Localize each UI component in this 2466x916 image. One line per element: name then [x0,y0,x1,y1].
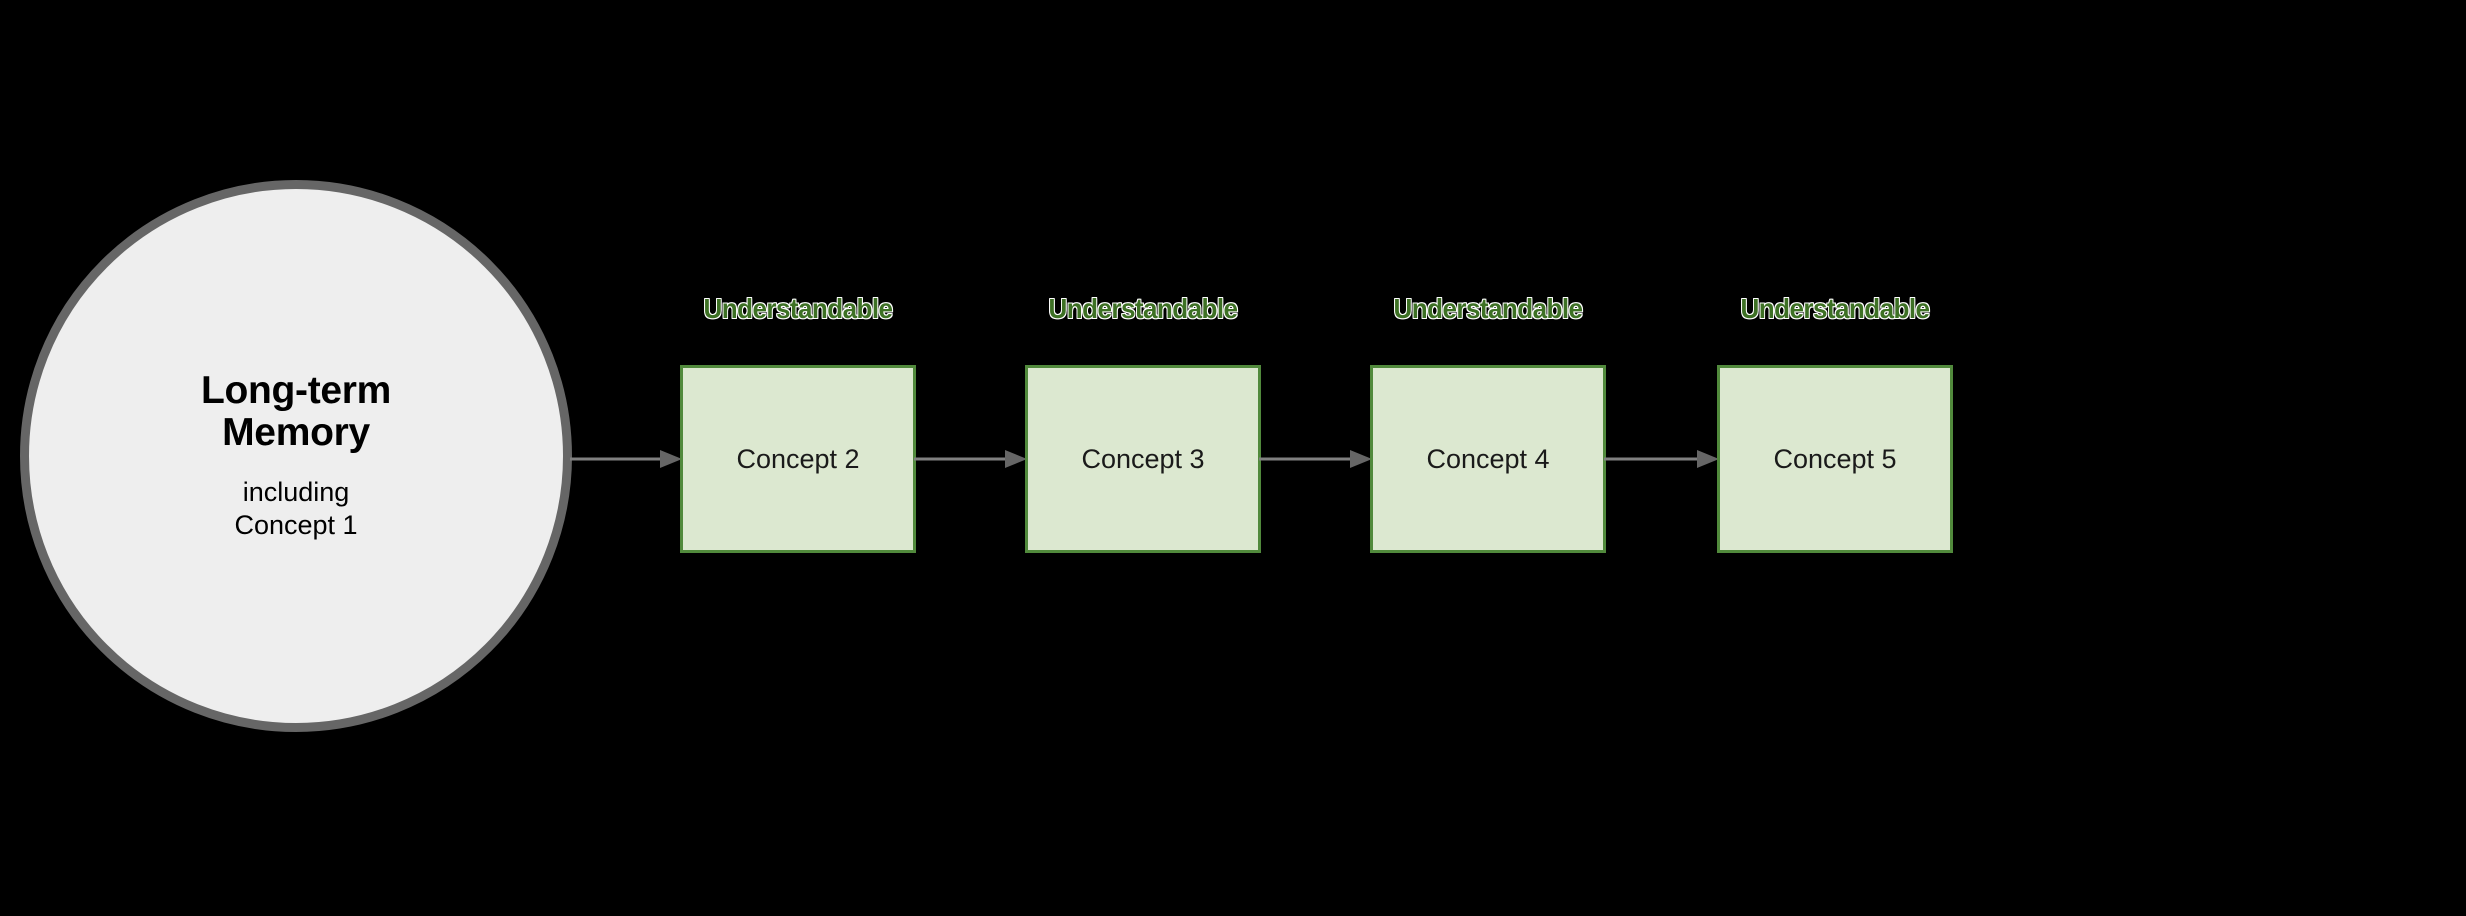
concept-box-3[interactable]: Concept 3 [1025,365,1261,553]
memory-node-title: Long-term Memory [200,368,392,455]
memory-subtitle-line1: including [242,477,350,508]
concept-box-4[interactable]: Concept 4 [1370,365,1606,553]
arrow-concept-3-to-concept-4 [1259,449,1372,469]
concept-box-3-label: Concept 3 [1081,443,1205,474]
long-term-memory-node[interactable]: Long-term Memory including Concept 1 [20,180,572,732]
arrow-memory-to-concept-2 [570,449,682,469]
concept-box-5[interactable]: Concept 5 [1717,365,1953,553]
concept-box-5-label: Concept 5 [1773,443,1897,474]
memory-title-line2: Memory [222,411,370,455]
memory-subtitle-line2: Concept 1 [234,510,358,541]
arrow-concept-2-to-concept-3 [914,449,1027,469]
memory-title-line1: Long-term [200,368,392,412]
arrow-concept-4-to-concept-5 [1604,449,1719,469]
concept-box-4-label: Concept 4 [1426,443,1550,474]
concept-box-2[interactable]: Concept 2 [680,365,916,553]
edge-label-understandable-2: Understandable [1048,293,1239,324]
edge-label-understandable-3: Understandable [1393,293,1584,324]
memory-node-subtitle: including Concept 1 [234,476,357,542]
concept-box-2-label: Concept 2 [736,443,860,474]
edge-label-understandable-1: Understandable [703,293,894,324]
edge-label-understandable-4: Understandable [1740,293,1931,324]
